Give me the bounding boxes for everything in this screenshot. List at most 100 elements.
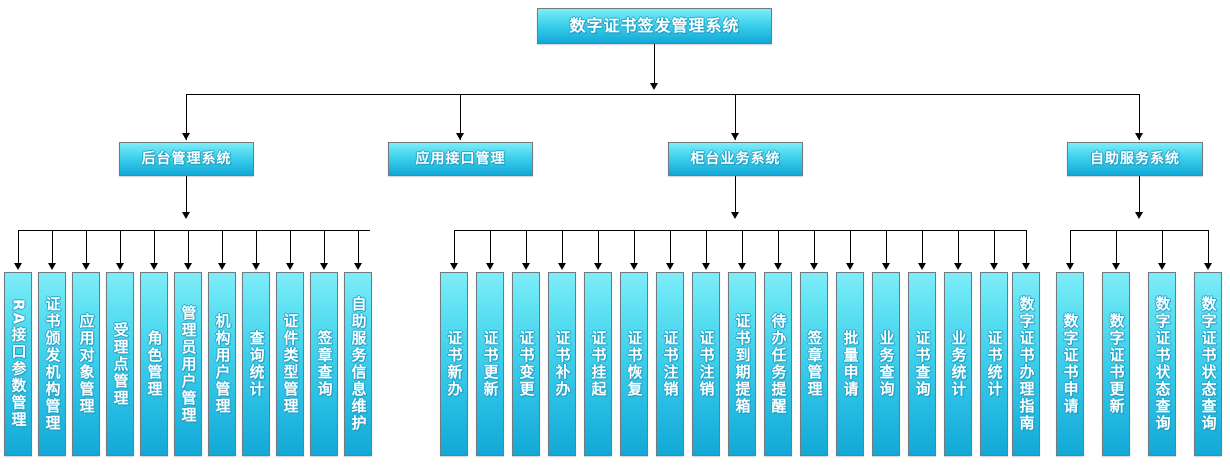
connector-counter-arrow-3 [558,263,566,270]
connector-backend-drop-2 [86,230,87,265]
leaf-counter-2[interactable]: 证书变更 [512,272,540,456]
connector-backend-drop-1 [52,230,53,265]
connector-selfservice-bus [1070,230,1208,231]
connector-counter-arrow-5 [630,263,638,270]
leaf-backend-3-label: 受理点管理 [111,321,130,407]
connector-backend-arrow-8 [286,263,294,270]
connector-backend-drop-3 [120,230,121,265]
connector-counter-arrow-15 [990,263,998,270]
connector-counter-drop-3 [562,230,563,265]
leaf-counter-0[interactable]: 证书新办 [440,272,468,456]
leaf-backend-0[interactable]: RA接口参数管理 [4,272,32,456]
connector-selfservice-drop-0 [1070,230,1071,265]
leaf-backend-3[interactable]: 受理点管理 [106,272,134,456]
connector-backend-arrow-7 [252,263,260,270]
connector-counter-arrow-8 [738,263,746,270]
connector-backend-stem-arrow [182,212,190,219]
connector-counter-drop-2 [526,230,527,265]
leaf-counter-8-label: 证书到期提箱 [733,313,752,415]
leaf-counter-14[interactable]: 业务统计 [944,272,972,456]
connector-selfservice-drop-1 [1116,230,1117,265]
leaf-backend-6[interactable]: 机构用户管理 [208,272,236,456]
leaf-counter-9[interactable]: 待办任务提醒 [764,272,792,456]
leaf-counter-10[interactable]: 签章管理 [800,272,828,456]
leaf-counter-4-label: 证书挂起 [589,330,608,398]
leaf-counter-13-label: 证书查询 [913,330,932,398]
leaf-backend-7[interactable]: 查询统计 [242,272,270,456]
leaf-counter-0-label: 证书新办 [445,330,464,398]
leaf-counter-4[interactable]: 证书挂起 [584,272,612,456]
leaf-backend-9[interactable]: 签章查询 [310,272,338,456]
connector-arrow-api [456,133,464,140]
leaf-counter-15-label: 证书统计 [985,330,1004,398]
leaf-counter-6[interactable]: 证书注销 [656,272,684,456]
connector-selfservice-stem-arrow [1135,212,1143,219]
leaf-selfservice-2[interactable]: 数字证书状态查询 [1148,272,1176,456]
leaf-counter-11[interactable]: 批量申请 [836,272,864,456]
connector-counter-arrow-1 [486,263,494,270]
connector-counter-arrow-10 [810,263,818,270]
connector-selfservice-stem [1139,176,1140,214]
connector-counter-drop-12 [886,230,887,265]
connector-drop-api [460,94,461,140]
leaf-counter-1[interactable]: 证书更新 [476,272,504,456]
leaf-backend-4[interactable]: 角色管理 [140,272,168,456]
node-selfservice-label: 自助服务系统 [1090,150,1180,167]
leaf-counter-7[interactable]: 证书注销 [692,272,720,456]
connector-counter-drop-0 [454,230,455,265]
leaf-counter-3[interactable]: 证书补办 [548,272,576,456]
leaf-backend-8[interactable]: 证件类型管理 [276,272,304,456]
leaf-backend-5[interactable]: 管理员用户管理 [174,272,202,456]
leaf-counter-16[interactable]: 数字证书办理指南 [1012,272,1040,456]
connector-root-arrow [650,83,658,90]
connector-backend-drop-4 [154,230,155,265]
connector-arrow-counter [731,133,739,140]
leaf-counter-5[interactable]: 证书恢复 [620,272,648,456]
node-api[interactable]: 应用接口管理 [388,142,533,176]
connector-backend-drop-7 [256,230,257,265]
leaf-counter-8[interactable]: 证书到期提箱 [728,272,756,456]
connector-counter-drop-15 [994,230,995,265]
leaf-backend-2[interactable]: 应用对象管理 [72,272,100,456]
leaf-counter-12[interactable]: 业务查询 [872,272,900,456]
connector-selfservice-arrow-0 [1066,263,1074,270]
connector-backend-arrow-4 [150,263,158,270]
connector-main-bus [186,94,1139,95]
node-root[interactable]: 数字证书签发管理系统 [537,8,772,44]
connector-counter-arrow-9 [774,263,782,270]
connector-counter-arrow-13 [918,263,926,270]
connector-counter-drop-5 [634,230,635,265]
connector-backend-drop-10 [358,230,359,265]
connector-backend-arrow-2 [82,263,90,270]
leaf-counter-15[interactable]: 证书统计 [980,272,1008,456]
connector-counter-drop-13 [922,230,923,265]
leaf-counter-13[interactable]: 证书查询 [908,272,936,456]
leaf-backend-2-label: 应用对象管理 [77,313,96,415]
connector-counter-arrow-11 [846,263,854,270]
node-selfservice[interactable]: 自助服务系统 [1067,142,1203,176]
connector-selfservice-drop-3 [1208,230,1209,265]
leaf-counter-1-label: 证书更新 [481,330,500,398]
node-counter[interactable]: 柜台业务系统 [668,142,803,176]
leaf-backend-1[interactable]: 证书颁发机构管理 [38,272,66,456]
leaf-counter-9-label: 待办任务提醒 [769,313,788,415]
connector-backend-drop-5 [188,230,189,265]
leaf-selfservice-1-label: 数字证书更新 [1107,313,1126,415]
leaf-selfservice-3[interactable]: 数字证书状态查询 [1194,272,1222,456]
connector-backend-arrow-0 [14,263,22,270]
connector-root-stem [654,44,655,86]
connector-backend-arrow-5 [184,263,192,270]
leaf-selfservice-0[interactable]: 数字证书申请 [1056,272,1084,456]
leaf-selfservice-1[interactable]: 数字证书更新 [1102,272,1130,456]
connector-counter-arrow-16 [1022,263,1030,270]
leaf-counter-16-label: 数字证书办理指南 [1017,296,1036,432]
connector-counter-arrow-7 [702,263,710,270]
node-backend[interactable]: 后台管理系统 [119,142,254,176]
node-api-label: 应用接口管理 [415,150,506,167]
connector-counter-arrow-2 [522,263,530,270]
connector-backend-arrow-3 [116,263,124,270]
connector-selfservice-arrow-1 [1112,263,1120,270]
connector-backend-arrow-1 [48,263,56,270]
leaf-backend-10[interactable]: 自助服务信息维护 [344,272,372,456]
